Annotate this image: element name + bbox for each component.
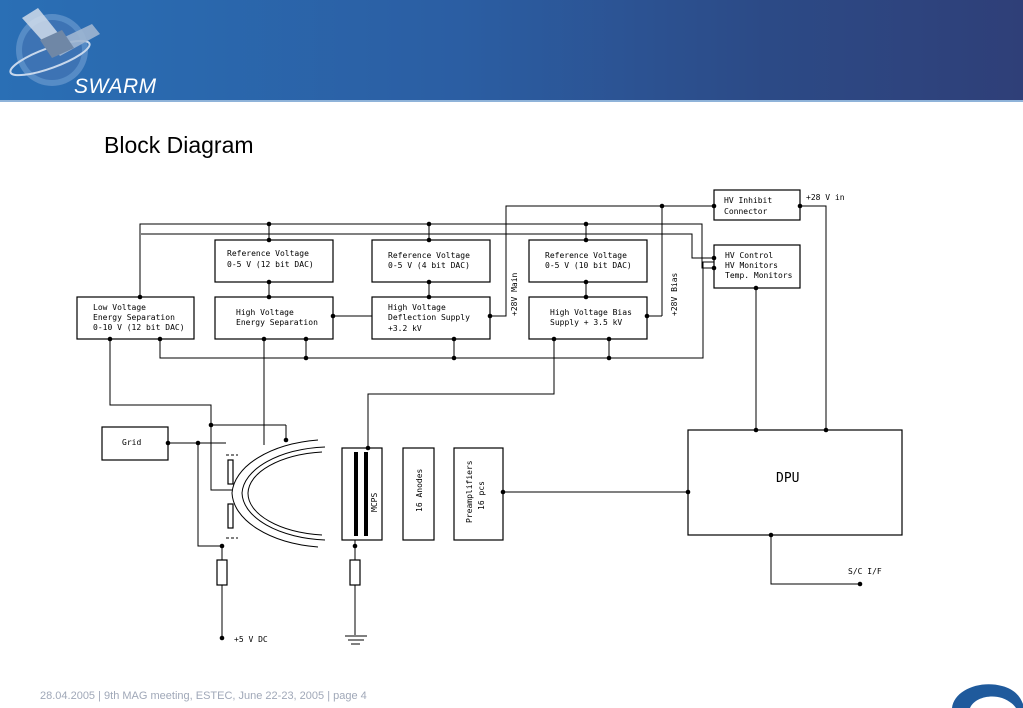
logo-text: SWARM — [74, 75, 157, 98]
header-divider — [0, 100, 1023, 102]
ref-bias-line-1: Reference Voltage — [545, 251, 627, 260]
grid-block: Grid — [101, 426, 169, 461]
sc-if-label: S/C I/F — [848, 567, 882, 576]
ref-energy-line-2: 0-5 V (12 bit DAC) — [227, 260, 314, 269]
grid-label: Grid — [122, 438, 141, 447]
hv-inhibit-line-2: Connector — [724, 207, 768, 216]
ref-voltage-deflection-block: Reference Voltage 0-5 V (4 bit DAC) — [371, 239, 491, 283]
hv-control-line-2: HV Monitors — [725, 261, 778, 270]
ref-voltage-bias-block: Reference Voltage 0-5 V (10 bit DAC) — [528, 239, 648, 283]
mcp-stack: MCPS — [341, 447, 383, 541]
hv-bias-line-1: High Voltage Bias — [550, 308, 632, 317]
ref-voltage-energy-block: Reference Voltage 0-5 V (12 bit DAC) — [214, 239, 334, 283]
low-voltage-block: Low Voltage Energy Separation 0-10 V (12… — [76, 296, 195, 340]
preamplifiers-block: Preamplifiers 16 pcs — [453, 447, 504, 541]
hv-control-block: HV Control HV Monitors Temp. Monitors — [713, 244, 801, 289]
grid-resistor — [216, 559, 228, 586]
mcp-resistor — [349, 559, 361, 586]
header-banner — [0, 0, 1023, 100]
hv-control-line-1: HV Control — [725, 251, 773, 260]
esa-swoosh-icon — [952, 684, 1023, 708]
footer-text: 28.04.2005 | 9th MAG meeting, ESTEC, Jun… — [40, 690, 367, 702]
preamps-line-1: Preamplifiers — [465, 460, 474, 523]
low-voltage-line-3: 0-10 V (12 bit DAC) — [93, 323, 185, 332]
dpu-block: DPU — [687, 429, 903, 536]
hv-bias-block: High Voltage Bias Supply + 3.5 kV — [528, 296, 648, 340]
hv-inhibit-line-1: HV Inhibit — [724, 196, 772, 205]
slide-title: Block Diagram — [104, 132, 254, 158]
ref-energy-line-1: Reference Voltage — [227, 249, 309, 258]
ref-deflection-line-1: Reference Voltage — [388, 251, 470, 260]
hv-deflection-line-3: +3.2 kV — [388, 324, 422, 333]
hv-control-line-3: Temp. Monitors — [725, 271, 793, 280]
hv-deflection-block: High Voltage Deflection Supply +3.2 kV — [371, 296, 491, 340]
anodes-label: 16 Anodes — [415, 468, 424, 512]
junction-dots — [107, 203, 863, 641]
hv-energy-block: High Voltage Energy Separation — [214, 296, 334, 340]
plus28v-main-label: +28V Main — [510, 272, 519, 316]
low-voltage-line-1: Low Voltage — [93, 303, 146, 312]
hv-energy-line-2: Energy Separation — [236, 318, 318, 327]
wires — [109, 205, 860, 645]
mcps-label: MCPS — [370, 493, 379, 512]
hv-deflection-line-1: High Voltage — [388, 303, 446, 312]
low-voltage-line-2: Energy Separation — [93, 313, 175, 322]
dpu-label: DPU — [776, 471, 799, 486]
plus28v-bias-label: +28V Bias — [670, 272, 679, 316]
electrostatic-analyzer — [227, 439, 326, 548]
hv-energy-line-1: High Voltage — [236, 308, 294, 317]
hv-inhibit-connector-block: HV Inhibit Connector — [713, 189, 801, 221]
plus28v-in-label: +28 V in — [806, 193, 845, 202]
preamps-line-2: 16 pcs — [477, 481, 486, 510]
plus5v-dc-label: +5 V DC — [234, 635, 268, 644]
anodes-block: 16 Anodes — [402, 447, 435, 541]
hv-deflection-line-2: Deflection Supply — [388, 313, 470, 322]
ref-deflection-line-2: 0-5 V (4 bit DAC) — [388, 261, 470, 270]
hv-bias-line-2: Supply + 3.5 kV — [550, 318, 622, 327]
swarm-logo-icon — [9, 8, 100, 86]
ref-bias-line-2: 0-5 V (10 bit DAC) — [545, 261, 632, 270]
